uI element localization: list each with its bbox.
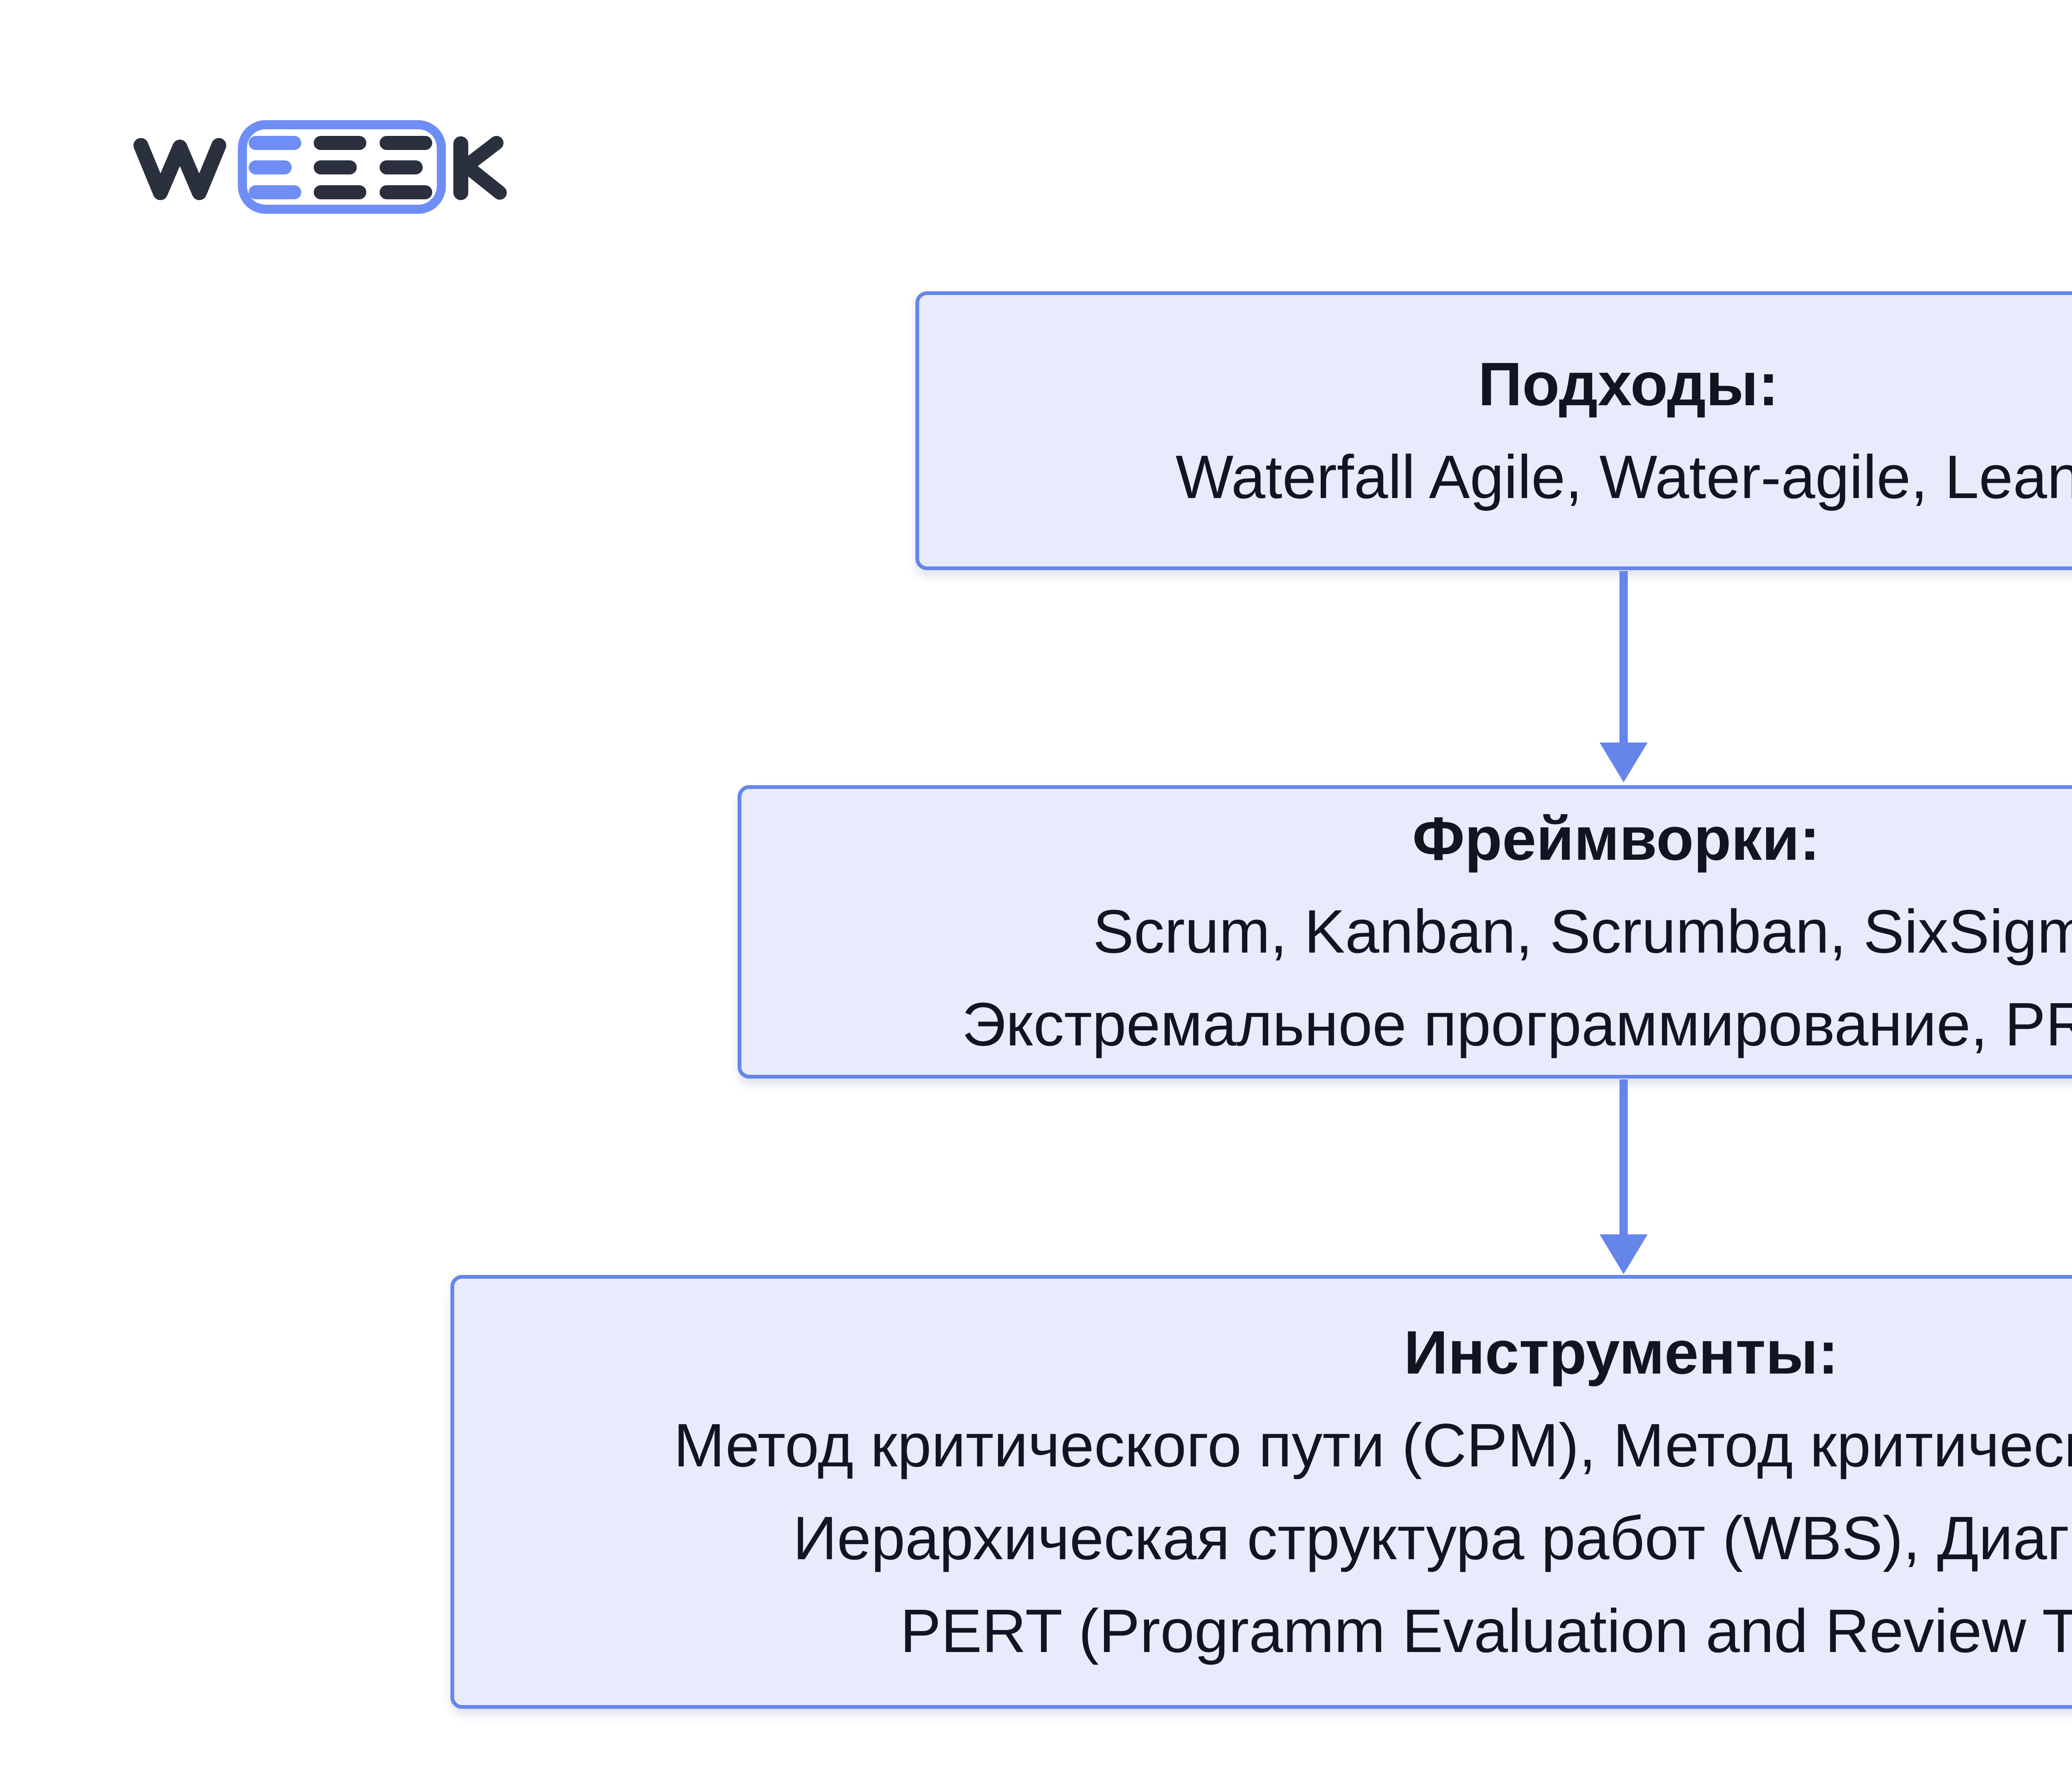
node-approaches: Подходы: Waterfall Agile, Water-agile, L… xyxy=(915,291,2072,570)
logo-letter-k xyxy=(453,136,507,200)
arrow-down-icon xyxy=(1600,1234,1648,1274)
node-approaches-line: Waterfall Agile, Water-agile, Lean xyxy=(1175,443,2072,511)
node-frameworks-line: Scrum, Kanban, Scrumban, SixSigma, xyxy=(1093,897,2072,966)
node-frameworks-line: Экстремальное программирование, PRINCE2 xyxy=(961,990,2072,1059)
node-approaches-title: Подходы: xyxy=(1478,350,1779,418)
node-tools-line: PERT (Programm Evaluation and Review Tec… xyxy=(900,1596,2072,1665)
node-tools-line: Иерархическая структура работ (WBS), Диа… xyxy=(793,1504,2072,1572)
weeek-logo xyxy=(133,120,507,214)
node-frameworks-title: Фреймворки: xyxy=(1412,805,1820,873)
node-frameworks: Фреймворки: Scrum, Kanban, Scrumban, Six… xyxy=(738,785,2072,1079)
connector-line-1 xyxy=(1619,571,1628,744)
node-tools: Инструменты: Метод критического пути (CP… xyxy=(450,1275,2072,1709)
connector-line-2 xyxy=(1619,1079,1628,1236)
arrow-down-icon xyxy=(1600,743,1648,782)
logo-letter-w xyxy=(133,138,226,200)
logo-grid-icon xyxy=(238,120,446,214)
node-tools-line: Метод критического пути (CPM), Метод кри… xyxy=(673,1411,2072,1480)
node-tools-title: Инструменты: xyxy=(1404,1318,1839,1387)
